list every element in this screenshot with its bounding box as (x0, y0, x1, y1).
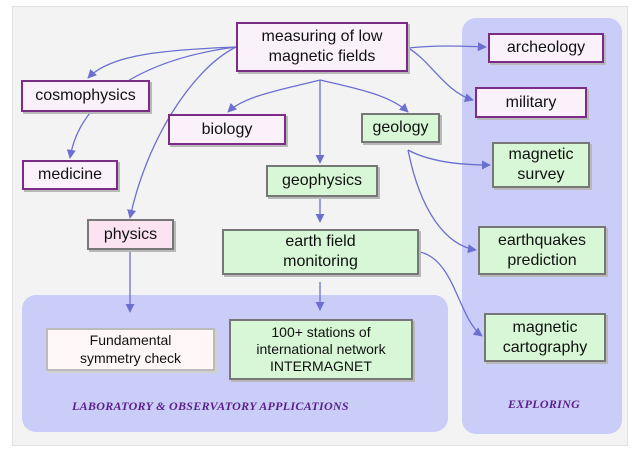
node-geophysics: geophysics (266, 165, 378, 197)
node-magnetic-cartography: magnetic cartography (484, 313, 606, 362)
arrow-earth-field-cartography (419, 251, 483, 337)
node-magnetic-survey: magnetic survey (492, 142, 590, 188)
node-measuring-low-magnetic-fields: measuring of low magnetic fields (236, 22, 408, 72)
arrow-root-biology (227, 79, 321, 113)
caption-lab-observatory: LABORATORY & OBSERVATORY APPLICATIONS (72, 399, 349, 413)
node-archeology: archeology (488, 33, 604, 63)
arrow-geology-magnetic-survey (407, 149, 491, 170)
caption-exploring: EXPLORING (508, 397, 581, 411)
arrow-root-cosmophysics (87, 46, 237, 79)
node-biology: biology (168, 114, 286, 145)
node-cosmophysics: cosmophysics (21, 80, 150, 112)
arrow-root-geology (319, 79, 409, 113)
arrow-geology-earthquakes (407, 149, 477, 254)
arrow-root-physics (127, 46, 237, 219)
node-physics: physics (87, 219, 174, 250)
arrow-root-military (407, 47, 474, 103)
node-fundamental-symmetry-check: Fundamental symmetry check (46, 328, 215, 371)
node-geology: geology (361, 113, 440, 143)
node-intermagnet-stations: 100+ stations of international network I… (229, 319, 413, 380)
node-earthquakes-prediction: earthquakes prediction (478, 226, 606, 275)
node-earth-field-monitoring: earth field monitoring (222, 229, 419, 275)
node-medicine: medicine (22, 160, 118, 190)
arrow-root-archeology (407, 42, 487, 52)
node-military: military (475, 87, 587, 118)
